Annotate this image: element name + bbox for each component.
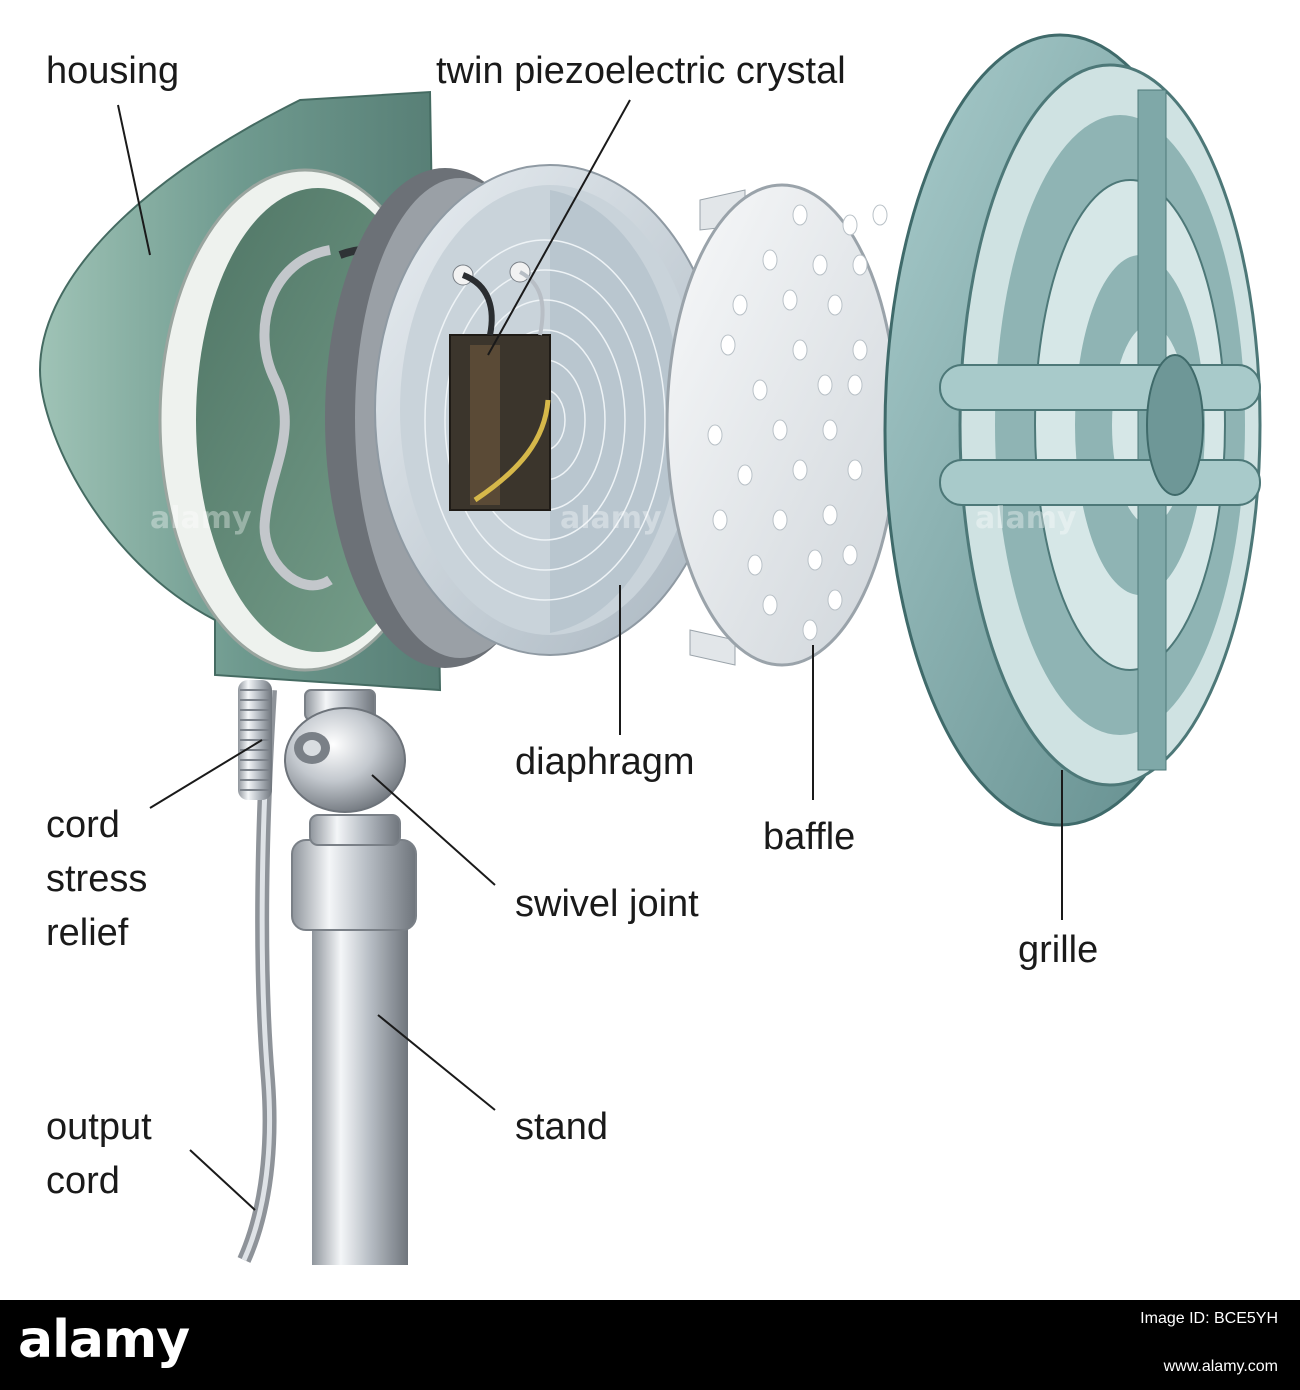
stand-shape (291, 814, 417, 1265)
label-housing: housing (46, 50, 180, 92)
label-cord-stress-relief: cord stress relief (46, 804, 148, 954)
watermark-text-1: alamy (150, 501, 252, 536)
watermark-text-2: alamy (560, 501, 662, 536)
piezo-crystal-shape (449, 261, 551, 511)
leader-swivel-joint (371, 774, 496, 886)
label-output-cord: output cord (46, 1106, 152, 1202)
baffle-shape (665, 183, 899, 667)
leader-output-cord (189, 1149, 256, 1211)
microphone-diagram: alamy alamy alamy housing twin piezoelec… (38, 33, 1262, 1265)
label-baffle: baffle (763, 816, 856, 858)
watermark-strip: alamy Image ID: BCE5YH www.alamy.com (0, 1300, 1300, 1390)
label-stand: stand (515, 1106, 608, 1148)
leader-lines (117, 99, 1063, 1211)
watermark-url: www.alamy.com (1163, 1358, 1278, 1375)
label-swivel-joint: swivel joint (515, 883, 699, 925)
label-grille: grille (1018, 929, 1099, 971)
microphone-illustration: alamy alamy alamy (38, 33, 1262, 1265)
swivel-joint-shape (284, 689, 406, 813)
image-id: Image ID: BCE5YH (1140, 1310, 1278, 1327)
label-diaphragm: diaphragm (515, 741, 695, 783)
watermark-text-3: alamy (975, 501, 1077, 536)
image-watermark: alamy alamy alamy (150, 501, 1077, 536)
alamy-logo: alamy (18, 1310, 190, 1370)
grille-shape (883, 33, 1262, 827)
leader-cord-stress-relief (149, 739, 263, 809)
leader-housing (117, 104, 151, 256)
label-twin-piezoelectric-crystal: twin piezoelectric crystal (436, 50, 846, 92)
leader-stand (377, 1014, 496, 1111)
cord-stress-relief-spring (238, 680, 272, 800)
leader-crystal (487, 99, 631, 356)
